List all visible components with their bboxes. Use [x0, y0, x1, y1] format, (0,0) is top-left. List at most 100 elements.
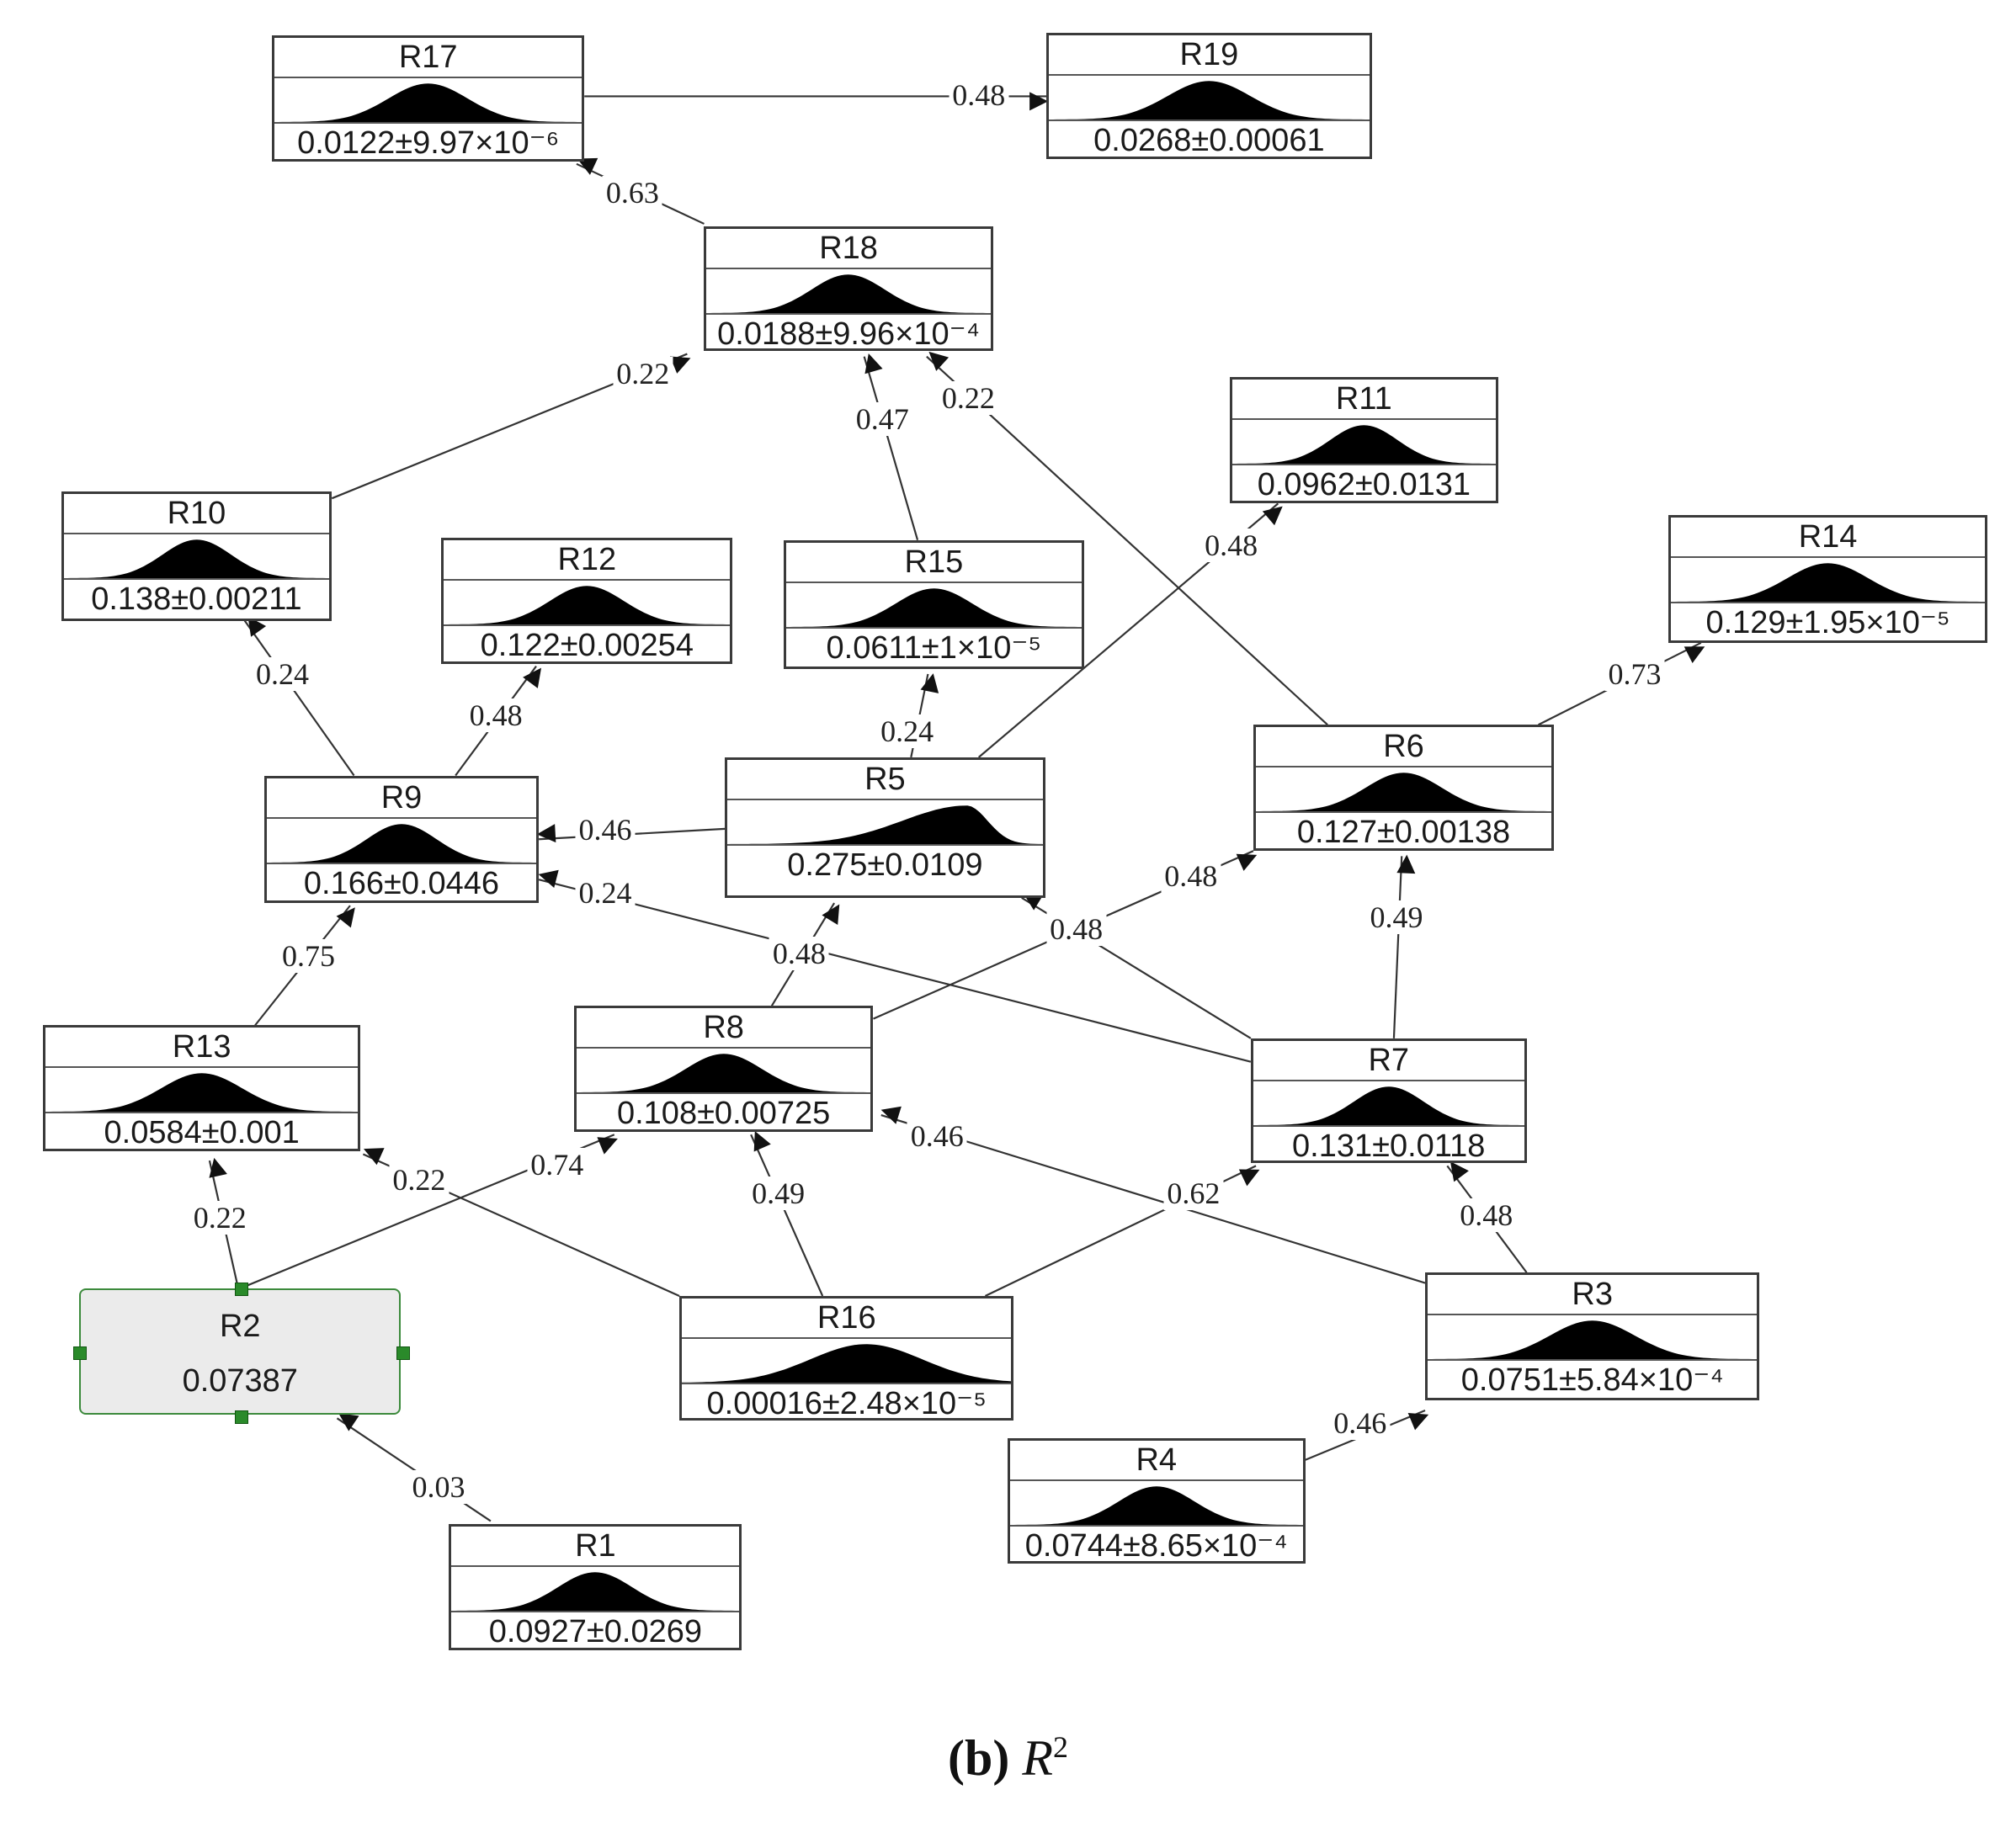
node-value: 0.122±0.00254 — [480, 627, 694, 663]
edge-label-r7-r9: 0.24 — [575, 875, 636, 910]
node-r16[interactable]: R16 0.00016±2.48×10⁻⁵ — [679, 1295, 1014, 1421]
resize-handle-right[interactable] — [396, 1346, 411, 1360]
node-r1[interactable]: R1 0.0927±0.0269 — [449, 1523, 742, 1650]
node-title: R12 — [444, 540, 731, 581]
node-title: R17 — [274, 38, 582, 78]
edge-label-r3-r7: 0.48 — [1456, 1198, 1517, 1233]
node-value: 0.0122±9.97×10⁻⁶ — [297, 125, 560, 161]
node-title: R8 — [576, 1008, 871, 1049]
node-r19[interactable]: R19 0.0268±0.00061 — [1046, 32, 1372, 159]
distribution-histogram — [1009, 1481, 1303, 1527]
node-title: R4 — [1009, 1441, 1303, 1481]
resize-handle-top[interactable] — [235, 1282, 249, 1296]
node-value: 0.0962±0.0131 — [1257, 467, 1471, 503]
node-title: R15 — [785, 543, 1082, 583]
histogram-shape — [1255, 773, 1552, 812]
node-r13[interactable]: R13 0.0584±0.001 — [43, 1025, 361, 1152]
node-title: R2 — [219, 1308, 261, 1344]
caption-letter: (b) — [948, 1730, 1010, 1786]
node-title: R14 — [1671, 518, 1985, 559]
edge-label-r5-r11: 0.48 — [1201, 528, 1262, 562]
histogram-shape — [576, 1054, 871, 1093]
edge-label-r6-r14: 0.73 — [1604, 656, 1665, 691]
node-value: 0.108±0.00725 — [616, 1096, 831, 1132]
histogram-shape — [1232, 425, 1496, 465]
node-value: 0.00016±2.48×10⁻⁵ — [706, 1385, 987, 1421]
node-value: 0.129±1.95×10⁻⁵ — [1705, 605, 1950, 641]
edge-label-r15-r18: 0.47 — [852, 401, 912, 436]
distribution-histogram — [682, 1339, 1012, 1384]
node-value: 0.127±0.00138 — [1296, 815, 1511, 851]
node-title: R11 — [1232, 380, 1496, 421]
node-title: R13 — [45, 1028, 359, 1069]
node-title: R1 — [451, 1527, 740, 1567]
edge-label-r6-r18: 0.22 — [938, 381, 998, 416]
node-value: 0.0268±0.00061 — [1093, 122, 1325, 158]
histogram-shape — [785, 587, 1082, 627]
distribution-histogram — [1671, 558, 1985, 604]
edge-label-r16-r13: 0.22 — [389, 1163, 449, 1198]
distribution-histogram — [1253, 1081, 1524, 1127]
node-r17[interactable]: R17 0.0122±9.97×10⁻⁶ — [272, 35, 585, 162]
histogram-shape — [1253, 1086, 1524, 1125]
edge-label-r10-r18: 0.22 — [613, 356, 673, 390]
distribution-histogram — [1255, 767, 1552, 814]
node-r14[interactable]: R14 0.129±1.95×10⁻⁵ — [1668, 515, 1987, 643]
histogram-shape — [706, 274, 991, 314]
resize-handle-bottom[interactable] — [235, 1410, 249, 1424]
node-r11[interactable]: R11 0.0962±0.0131 — [1230, 377, 1498, 504]
distribution-histogram — [45, 1068, 359, 1114]
histogram-shape — [444, 585, 731, 624]
node-title: R16 — [682, 1299, 1012, 1339]
node-value: 0.0584±0.001 — [104, 1115, 300, 1151]
node-title: R9 — [266, 778, 537, 819]
distribution-histogram — [274, 78, 582, 124]
distribution-histogram — [266, 819, 537, 864]
distribution-histogram — [1049, 76, 1370, 121]
edge-r6-to-r18 — [926, 351, 1328, 726]
figure-caption: (b) R2 — [0, 1729, 2016, 1787]
node-title: R19 — [1049, 35, 1370, 76]
resize-handle-left[interactable] — [73, 1346, 88, 1360]
caption-symbol: R — [1022, 1730, 1053, 1786]
edge-label-r1-r2: 0.03 — [408, 1470, 469, 1505]
distribution-histogram — [576, 1049, 871, 1095]
edge-label-r8-r5: 0.48 — [769, 937, 829, 971]
edge-label-r7-r6: 0.49 — [1366, 900, 1427, 935]
node-r12[interactable]: R12 0.122±0.00254 — [441, 537, 733, 664]
distribution-histogram — [1428, 1315, 1758, 1362]
node-value: 0.07387 — [182, 1362, 298, 1399]
edge-label-r4-r3: 0.46 — [1330, 1406, 1391, 1441]
node-title: R18 — [706, 229, 991, 270]
node-r8[interactable]: R8 0.108±0.00725 — [573, 1006, 874, 1133]
edge-label-r9-r12: 0.48 — [465, 698, 526, 733]
histogram-shape — [1671, 563, 1985, 603]
distribution-histogram — [727, 800, 1043, 846]
edge-r7-to-r6 — [1392, 854, 1416, 1038]
edge-label-r2-r13: 0.22 — [189, 1201, 250, 1235]
histogram-shape — [45, 1073, 359, 1113]
node-value: 0.0927±0.0269 — [488, 1613, 703, 1649]
distribution-histogram — [1232, 420, 1496, 466]
distribution-histogram — [785, 583, 1082, 629]
histogram-shape — [727, 805, 1043, 844]
edge-label-r3-r8: 0.46 — [907, 1118, 967, 1153]
edge-label-r9-r10: 0.24 — [253, 656, 313, 691]
node-title: R10 — [63, 494, 330, 535]
node-value: 0.0744±8.65×10⁻⁴ — [1024, 1527, 1288, 1564]
node-r4[interactable]: R4 0.0744±8.65×10⁻⁴ — [1007, 1437, 1306, 1564]
node-value: 0.0751±5.84×10⁻⁴ — [1460, 1362, 1724, 1399]
edge-label-r2-r8: 0.74 — [527, 1147, 588, 1182]
edge-label-r7-r5: 0.48 — [1046, 911, 1107, 946]
caption-superscript: 2 — [1053, 1730, 1068, 1764]
node-r2[interactable]: R2 0.07387 — [73, 1282, 411, 1424]
histogram-shape — [266, 823, 537, 863]
